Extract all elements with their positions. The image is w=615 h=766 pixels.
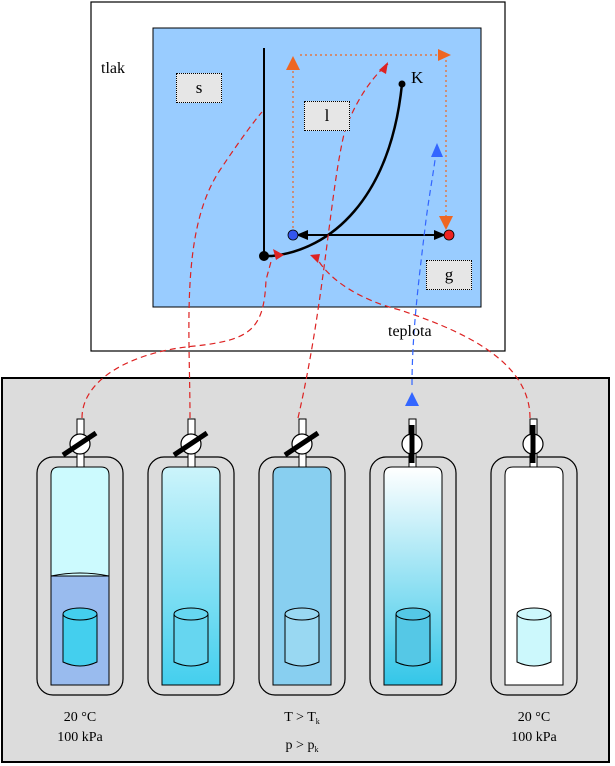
red-arrow-tip-3 <box>310 254 320 263</box>
region-liquid-label: l <box>304 101 350 131</box>
vessel-5 <box>490 418 578 696</box>
temperature-axis-label: teplota <box>388 323 432 340</box>
vessel-3-pressure-condition: p > pk <box>285 738 319 754</box>
vessel-3-caption: T > Tk p > pk <box>247 708 357 760</box>
red-arrow-tip-1 <box>273 249 284 260</box>
arrow-head-left <box>296 230 308 240</box>
vessel-3 <box>258 418 346 696</box>
liquid-state-point <box>287 229 299 241</box>
critical-point-label: K <box>411 68 424 87</box>
pressure-axis-label: tlak <box>101 60 125 77</box>
vapor-pressure-curve <box>264 83 404 258</box>
blue-arrow-tip-top <box>431 143 443 157</box>
supercritical-path <box>292 54 447 228</box>
orange-arrow-right <box>438 49 451 61</box>
critical-point-dot <box>398 80 406 88</box>
orange-arrow-up <box>286 56 300 70</box>
region-gas-label: g <box>426 260 472 290</box>
orange-arrow-down <box>439 216 453 230</box>
triple-point <box>259 251 269 261</box>
vessel-1-temperature: 20 °C <box>63 710 97 725</box>
vessel-5-pressure: 100 kPa <box>511 730 557 745</box>
vessel-3-temperature-condition: T > Tk <box>284 710 320 726</box>
arrow-head-right <box>434 230 446 240</box>
blue-arrow-tip-bottom <box>405 392 419 406</box>
gas-state-point <box>443 229 455 241</box>
blue-connector <box>411 151 437 386</box>
vessel-2 <box>147 418 235 696</box>
red-arrow-tip-2 <box>379 62 388 74</box>
vessel-1-pressure: 100 kPa <box>57 730 103 745</box>
vessel-5-caption: 20 °C 100 kPa <box>479 708 589 748</box>
vessel-5-temperature: 20 °C <box>517 710 551 725</box>
red-connectors <box>81 63 531 419</box>
region-solid-label: s <box>176 73 222 103</box>
vessel-1-caption: 20 °C 100 kPa <box>25 708 135 748</box>
vessel-4 <box>369 418 457 696</box>
vessel-1 <box>36 418 124 696</box>
